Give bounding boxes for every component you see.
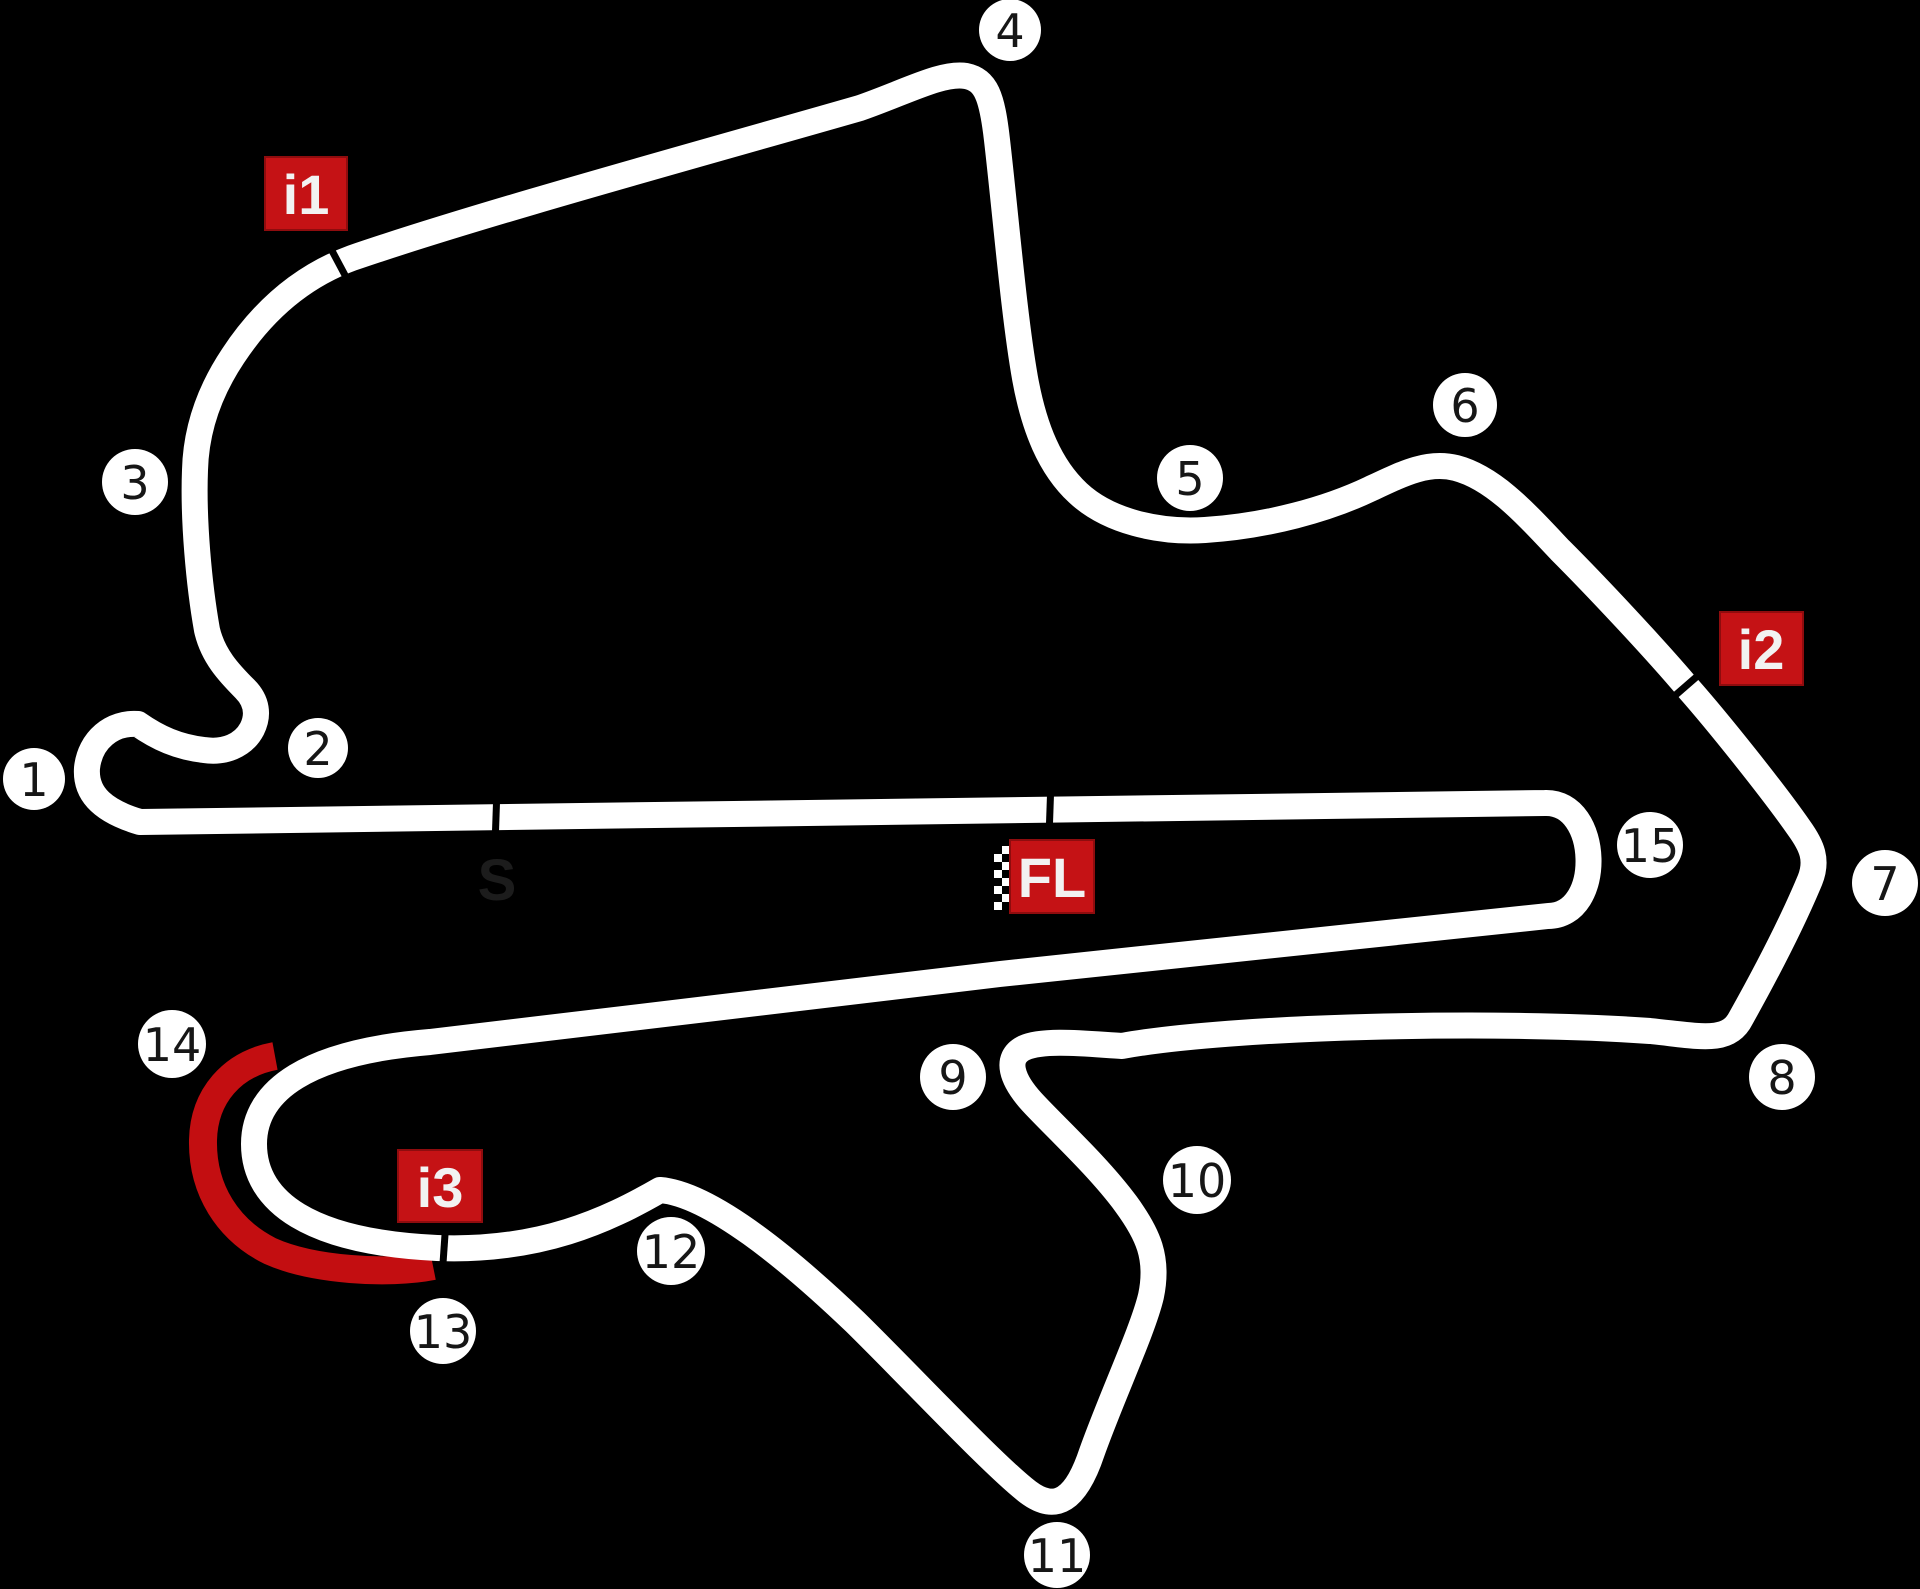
corner-number-7: 7 xyxy=(1870,857,1899,911)
finish-badge-box xyxy=(1009,839,1095,914)
i2-split xyxy=(1667,668,1705,704)
corner-marker-10: 10 xyxy=(1163,1146,1231,1214)
corner-number-10: 10 xyxy=(1168,1154,1227,1208)
corner-number-2: 2 xyxy=(303,722,332,776)
corner-circle-14 xyxy=(138,1010,206,1078)
corner-circle-2 xyxy=(288,718,348,778)
corner-marker-15: 15 xyxy=(1617,812,1683,878)
start-line-split xyxy=(491,794,501,840)
corner-marker-13: 13 xyxy=(410,1298,476,1364)
corner-marker-6: 6 xyxy=(1433,373,1497,437)
i2-badge-box xyxy=(1719,611,1804,686)
corner-number-11: 11 xyxy=(1028,1529,1087,1583)
corner-marker-9: 9 xyxy=(920,1044,986,1110)
corner-circle-9 xyxy=(920,1044,986,1110)
corner-circle-7 xyxy=(1852,850,1918,916)
corner-marker-3: 3 xyxy=(102,449,168,515)
i3-split xyxy=(438,1226,450,1272)
start-label: S xyxy=(478,848,517,913)
corner-marker-5: 5 xyxy=(1157,445,1223,511)
i1-badge-label: i1 xyxy=(283,163,330,226)
corner-number-9: 9 xyxy=(938,1051,967,1105)
track-outline xyxy=(73,62,1827,1515)
finish-badge: FL xyxy=(1009,839,1095,914)
corner-marker-8: 8 xyxy=(1749,1044,1815,1110)
finish-line-split xyxy=(1045,786,1055,832)
corner-circle-12 xyxy=(637,1217,705,1285)
corner-number-8: 8 xyxy=(1767,1051,1796,1105)
corner-number-12: 12 xyxy=(642,1225,701,1279)
corner-circle-11 xyxy=(1024,1522,1090,1588)
finish-checkered-strip xyxy=(994,846,1010,910)
corner-circle-13 xyxy=(410,1298,476,1364)
corner-marker-4: 4 xyxy=(979,0,1041,61)
corner-marker-7: 7 xyxy=(1852,850,1918,916)
corner-marker-12: 12 xyxy=(637,1217,705,1285)
sector-badge-i2: i2 xyxy=(1719,611,1804,686)
corner-number-13: 13 xyxy=(414,1305,473,1359)
sector-split-lines xyxy=(324,240,1705,1272)
sector-badge-i3: i3 xyxy=(397,1149,483,1223)
i3-badge-label: i3 xyxy=(417,1156,464,1219)
corner-number-3: 3 xyxy=(120,456,149,510)
turn14-red-curve xyxy=(188,1042,436,1285)
corner-circle-15 xyxy=(1617,812,1683,878)
corner-marker-14: 14 xyxy=(138,1010,206,1078)
corner-marker-1: 1 xyxy=(3,748,65,810)
corner-circle-1 xyxy=(3,748,65,810)
corner-number-4: 4 xyxy=(995,4,1024,58)
finish-badge-label: FL xyxy=(1018,846,1086,909)
corner-circle-5 xyxy=(1157,445,1223,511)
i2-badge-label: i2 xyxy=(1738,618,1785,681)
corner-number-14: 14 xyxy=(143,1018,202,1072)
sector-badge-i1: i1 xyxy=(264,156,348,231)
i1-badge-box xyxy=(264,156,348,231)
corner-circle-6 xyxy=(1433,373,1497,437)
corner-circle-8 xyxy=(1749,1044,1815,1110)
i3-badge-box xyxy=(397,1149,483,1223)
corner-circle-3 xyxy=(102,449,168,515)
corner-marker-11: 11 xyxy=(1024,1522,1090,1588)
corner-number-5: 5 xyxy=(1175,452,1204,506)
corner-marker-2: 2 xyxy=(288,718,348,778)
corner-circle-10 xyxy=(1163,1146,1231,1214)
corner-number-6: 6 xyxy=(1450,379,1479,433)
i1-split xyxy=(324,240,352,284)
corner-number-15: 15 xyxy=(1621,819,1680,873)
corner-number-1: 1 xyxy=(19,753,48,807)
corner-circle-4 xyxy=(979,0,1041,61)
